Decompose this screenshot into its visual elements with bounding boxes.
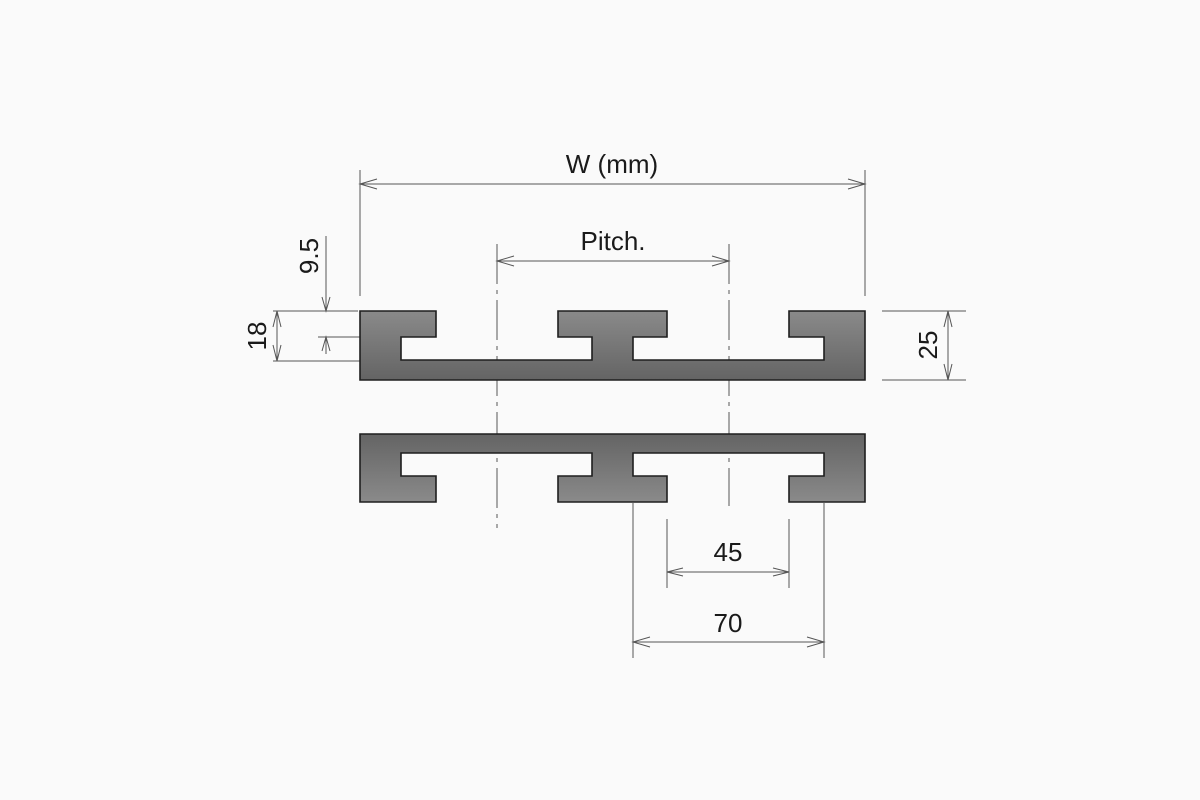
slot-opening-dimension: 45: [666, 519, 790, 588]
arrow-right-icon: [772, 567, 790, 577]
width-label: W (mm): [566, 149, 658, 179]
arrow-right-icon: [847, 178, 867, 190]
arrow-left-icon: [666, 567, 684, 577]
arrow-up-icon: [943, 310, 953, 328]
pitch-dimension: Pitch.: [495, 226, 731, 267]
height-label: 25: [913, 331, 943, 360]
depth-label: 18: [242, 322, 272, 351]
arrow-up-icon: [272, 310, 282, 328]
offset-label: 9.5: [294, 238, 324, 274]
arrow-left-icon: [358, 178, 378, 190]
width-dimension: W (mm): [358, 149, 867, 296]
height-dimension: 25: [882, 310, 966, 381]
slot-width-dimension: 70: [631, 502, 826, 658]
pitch-label: Pitch.: [580, 226, 645, 256]
opening-label: 45: [714, 537, 743, 567]
arrow-down-icon: [272, 344, 282, 362]
lower-profile-shape: [359, 433, 866, 503]
upper-profile-shape: [359, 310, 866, 381]
arrow-right-icon: [806, 636, 826, 648]
arrow-left-icon: [631, 636, 651, 648]
width70-label: 70: [714, 608, 743, 638]
slot-depth-dimension: 18: [242, 310, 400, 362]
arrow-down-icon: [943, 363, 953, 381]
